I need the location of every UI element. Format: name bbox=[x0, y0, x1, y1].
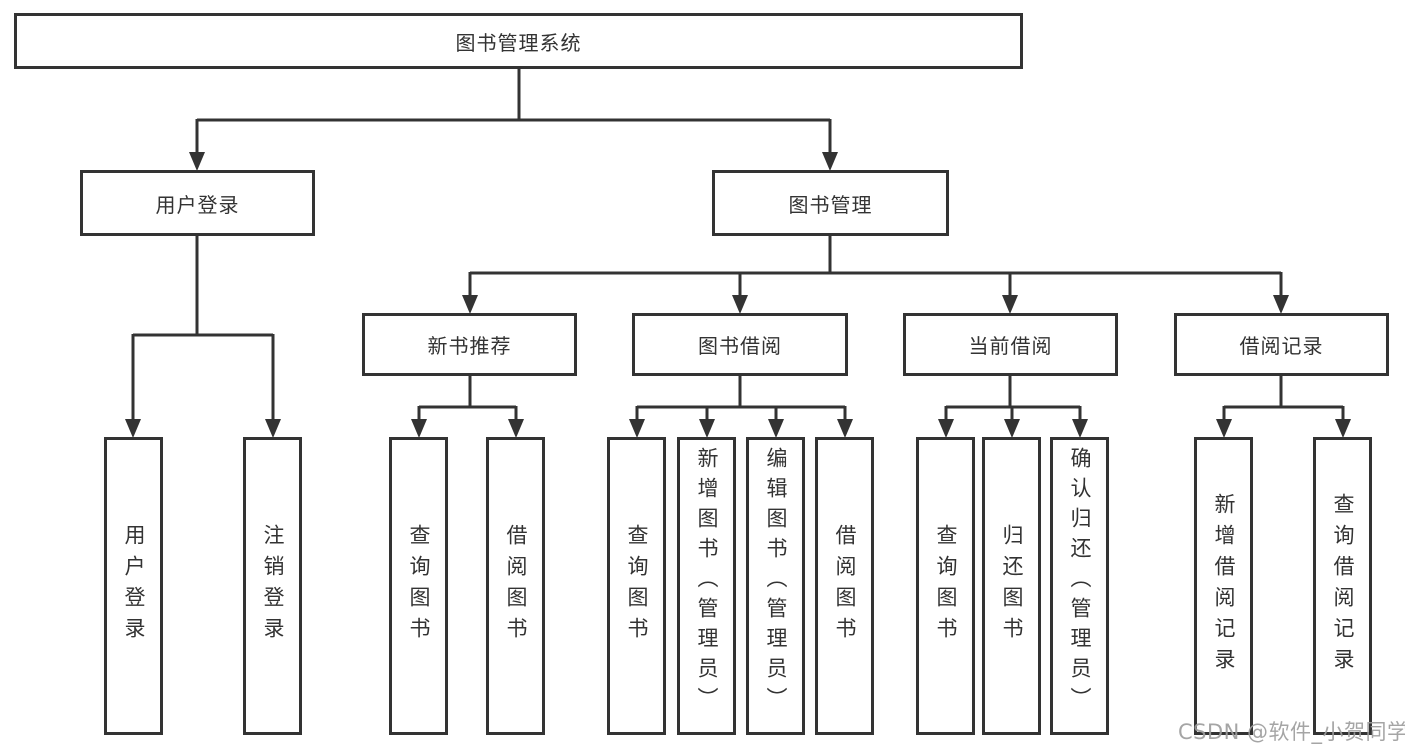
leaf-newbook-borrow-book: 借阅图书 bbox=[486, 437, 545, 735]
node-borrow-record: 借阅记录 bbox=[1174, 313, 1389, 376]
leaf-current-query-book-label: 查询图书 bbox=[934, 524, 958, 648]
leaf-add-book-admin: 新增图书（管理员） bbox=[677, 437, 736, 735]
node-new-book-recommend: 新书推荐 bbox=[362, 313, 577, 376]
leaf-confirm-return-admin-label: 确认归还（管理员） bbox=[1068, 447, 1092, 717]
leaf-borrow-borrow-book: 借阅图书 bbox=[815, 437, 874, 735]
leaf-add-book-admin-label: 新增图书（管理员） bbox=[695, 447, 719, 717]
node-book-management-label: 图书管理 bbox=[788, 192, 873, 217]
node-user-login-label: 用户登录 bbox=[155, 192, 240, 217]
node-book-borrow-label: 图书借阅 bbox=[698, 334, 782, 358]
node-book-management: 图书管理 bbox=[712, 170, 949, 236]
leaf-logout: 注销登录 bbox=[243, 437, 302, 735]
node-borrow-record-label: 借阅记录 bbox=[1239, 334, 1324, 358]
leaf-newbook-borrow-book-label: 借阅图书 bbox=[504, 524, 528, 648]
leaf-edit-book-admin: 编辑图书（管理员） bbox=[746, 437, 805, 735]
leaf-borrow-borrow-book-label: 借阅图书 bbox=[833, 524, 857, 648]
leaf-user-login: 用户登录 bbox=[104, 437, 163, 735]
leaf-add-borrow-record-label: 新增借阅记录 bbox=[1212, 493, 1236, 679]
leaf-borrow-query-book-label: 查询图书 bbox=[625, 524, 649, 648]
node-root: 图书管理系统 bbox=[14, 13, 1023, 69]
leaf-edit-book-admin-label: 编辑图书（管理员） bbox=[764, 447, 788, 717]
leaf-add-borrow-record: 新增借阅记录 bbox=[1194, 437, 1253, 735]
leaf-current-query-book: 查询图书 bbox=[916, 437, 975, 735]
leaf-logout-label: 注销登录 bbox=[261, 524, 285, 648]
node-book-borrow: 图书借阅 bbox=[632, 313, 848, 376]
leaf-query-borrow-record-label: 查询借阅记录 bbox=[1331, 493, 1355, 679]
leaf-borrow-query-book: 查询图书 bbox=[607, 437, 666, 735]
leaf-return-book: 归还图书 bbox=[982, 437, 1041, 735]
leaf-query-borrow-record: 查询借阅记录 bbox=[1313, 437, 1372, 735]
node-user-login: 用户登录 bbox=[80, 170, 315, 236]
node-current-borrow-label: 当前借阅 bbox=[968, 334, 1053, 358]
leaf-newbook-query-book-label: 查询图书 bbox=[407, 524, 431, 648]
watermark: CSDN @软件_小贺同学 bbox=[1178, 720, 1405, 744]
leaf-confirm-return-admin: 确认归还（管理员） bbox=[1050, 437, 1109, 735]
node-current-borrow: 当前借阅 bbox=[903, 313, 1118, 376]
leaf-user-login-label: 用户登录 bbox=[122, 524, 146, 648]
node-new-book-recommend-label: 新书推荐 bbox=[427, 334, 512, 358]
node-root-label: 图书管理系统 bbox=[455, 30, 582, 55]
leaf-return-book-label: 归还图书 bbox=[1000, 524, 1024, 648]
arrowheads bbox=[125, 152, 1351, 438]
leaf-newbook-query-book: 查询图书 bbox=[389, 437, 448, 735]
